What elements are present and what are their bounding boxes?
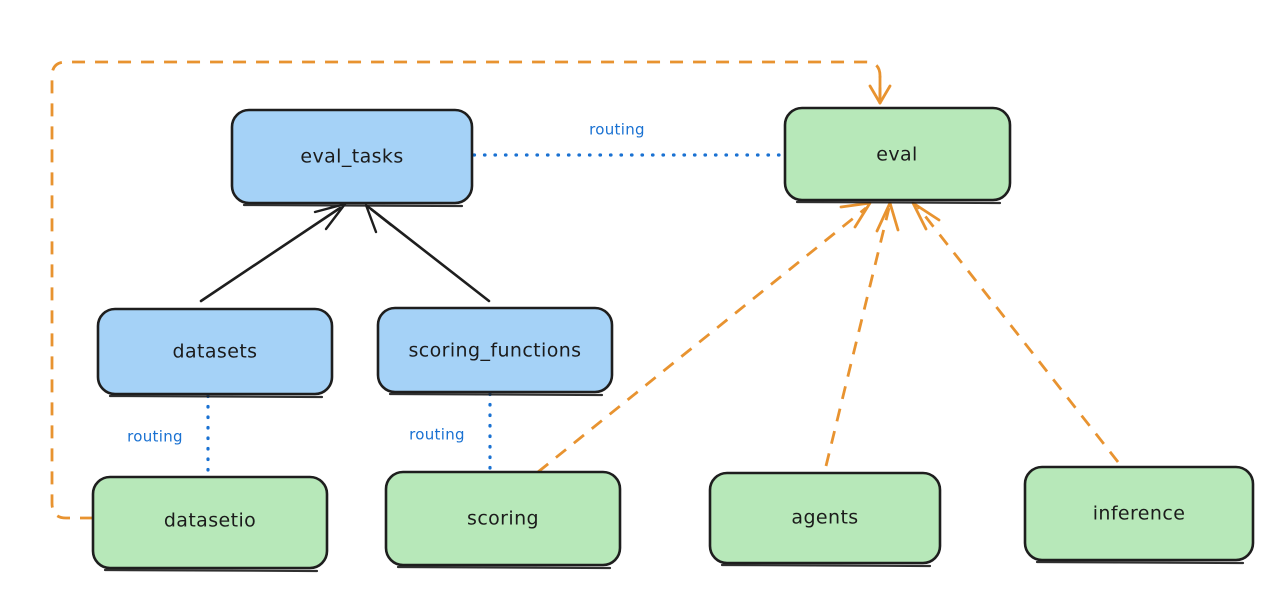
node-datasetio-label: datasetio <box>164 510 256 532</box>
edge-inference-eval-line <box>916 206 1120 463</box>
node-eval-label: eval <box>876 144 917 166</box>
edge-scoring-functions-eval-tasks-arrowhead <box>364 203 393 234</box>
edge-agents-to-eval <box>824 201 900 467</box>
edge-datasets-eval-tasks-line <box>199 206 342 303</box>
node-agents-box <box>708 471 942 565</box>
node-agents-label: agents <box>791 507 858 529</box>
edge-datasetio-to-eval <box>50 60 892 520</box>
node-scoring-label: scoring <box>467 508 539 530</box>
node-scoring-functions[interactable]: scoring_functions <box>376 306 614 397</box>
node-scoring[interactable]: scoring <box>384 470 622 570</box>
node-scoring-functions-shadow <box>388 392 604 397</box>
edge-inference-to-eval <box>911 201 1120 463</box>
node-datasetio-box <box>91 475 329 570</box>
edge-agents-eval-line <box>824 207 891 467</box>
node-datasets-box <box>96 307 334 396</box>
node-agents[interactable]: agents <box>708 471 942 568</box>
node-datasets[interactable]: datasets <box>96 307 334 399</box>
node-datasets-label: datasets <box>173 341 258 363</box>
edge-datasetio-eval-line <box>50 60 882 520</box>
node-inference-box <box>1023 465 1255 562</box>
node-scoring-shadow <box>396 565 612 570</box>
node-inference-shadow <box>1035 560 1245 565</box>
edge-label-routing-datasets: routing <box>127 428 183 446</box>
node-agents-shadow <box>720 563 932 568</box>
edge-inference-eval-arrowhead <box>911 201 941 231</box>
node-eval-tasks-box <box>230 108 474 205</box>
node-eval-tasks-label: eval_tasks <box>300 146 403 168</box>
node-inference-label: inference <box>1093 503 1186 525</box>
edge-datasets-to-eval-tasks <box>199 202 347 303</box>
node-eval-shadow <box>795 200 1002 205</box>
edge-scoring-eval-line <box>537 206 867 474</box>
node-scoring-functions-label: scoring_functions <box>409 340 582 362</box>
edge-label-routing-eval-tasks: routing <box>589 121 645 139</box>
node-inference[interactable]: inference <box>1023 465 1255 565</box>
edge-eval-tasks-to-eval-routing: routing <box>472 121 785 157</box>
node-eval-tasks-shadow <box>242 203 464 208</box>
edge-scoring-functions-to-eval-tasks <box>364 203 491 303</box>
node-eval-tasks[interactable]: eval_tasks <box>230 108 474 208</box>
node-datasetio-shadow <box>103 568 319 573</box>
node-scoring-functions-box <box>376 306 614 394</box>
edge-label-routing-scoring-functions: routing <box>409 426 465 444</box>
edge-datasets-to-datasetio-routing: routing <box>127 394 210 477</box>
edge-scoring-functions-to-scoring-routing: routing <box>409 392 492 472</box>
node-datasetio[interactable]: datasetio <box>91 475 329 573</box>
node-eval[interactable]: eval <box>783 106 1012 205</box>
node-eval-box <box>783 106 1012 202</box>
node-scoring-box <box>384 470 622 567</box>
node-datasets-shadow <box>108 394 324 399</box>
